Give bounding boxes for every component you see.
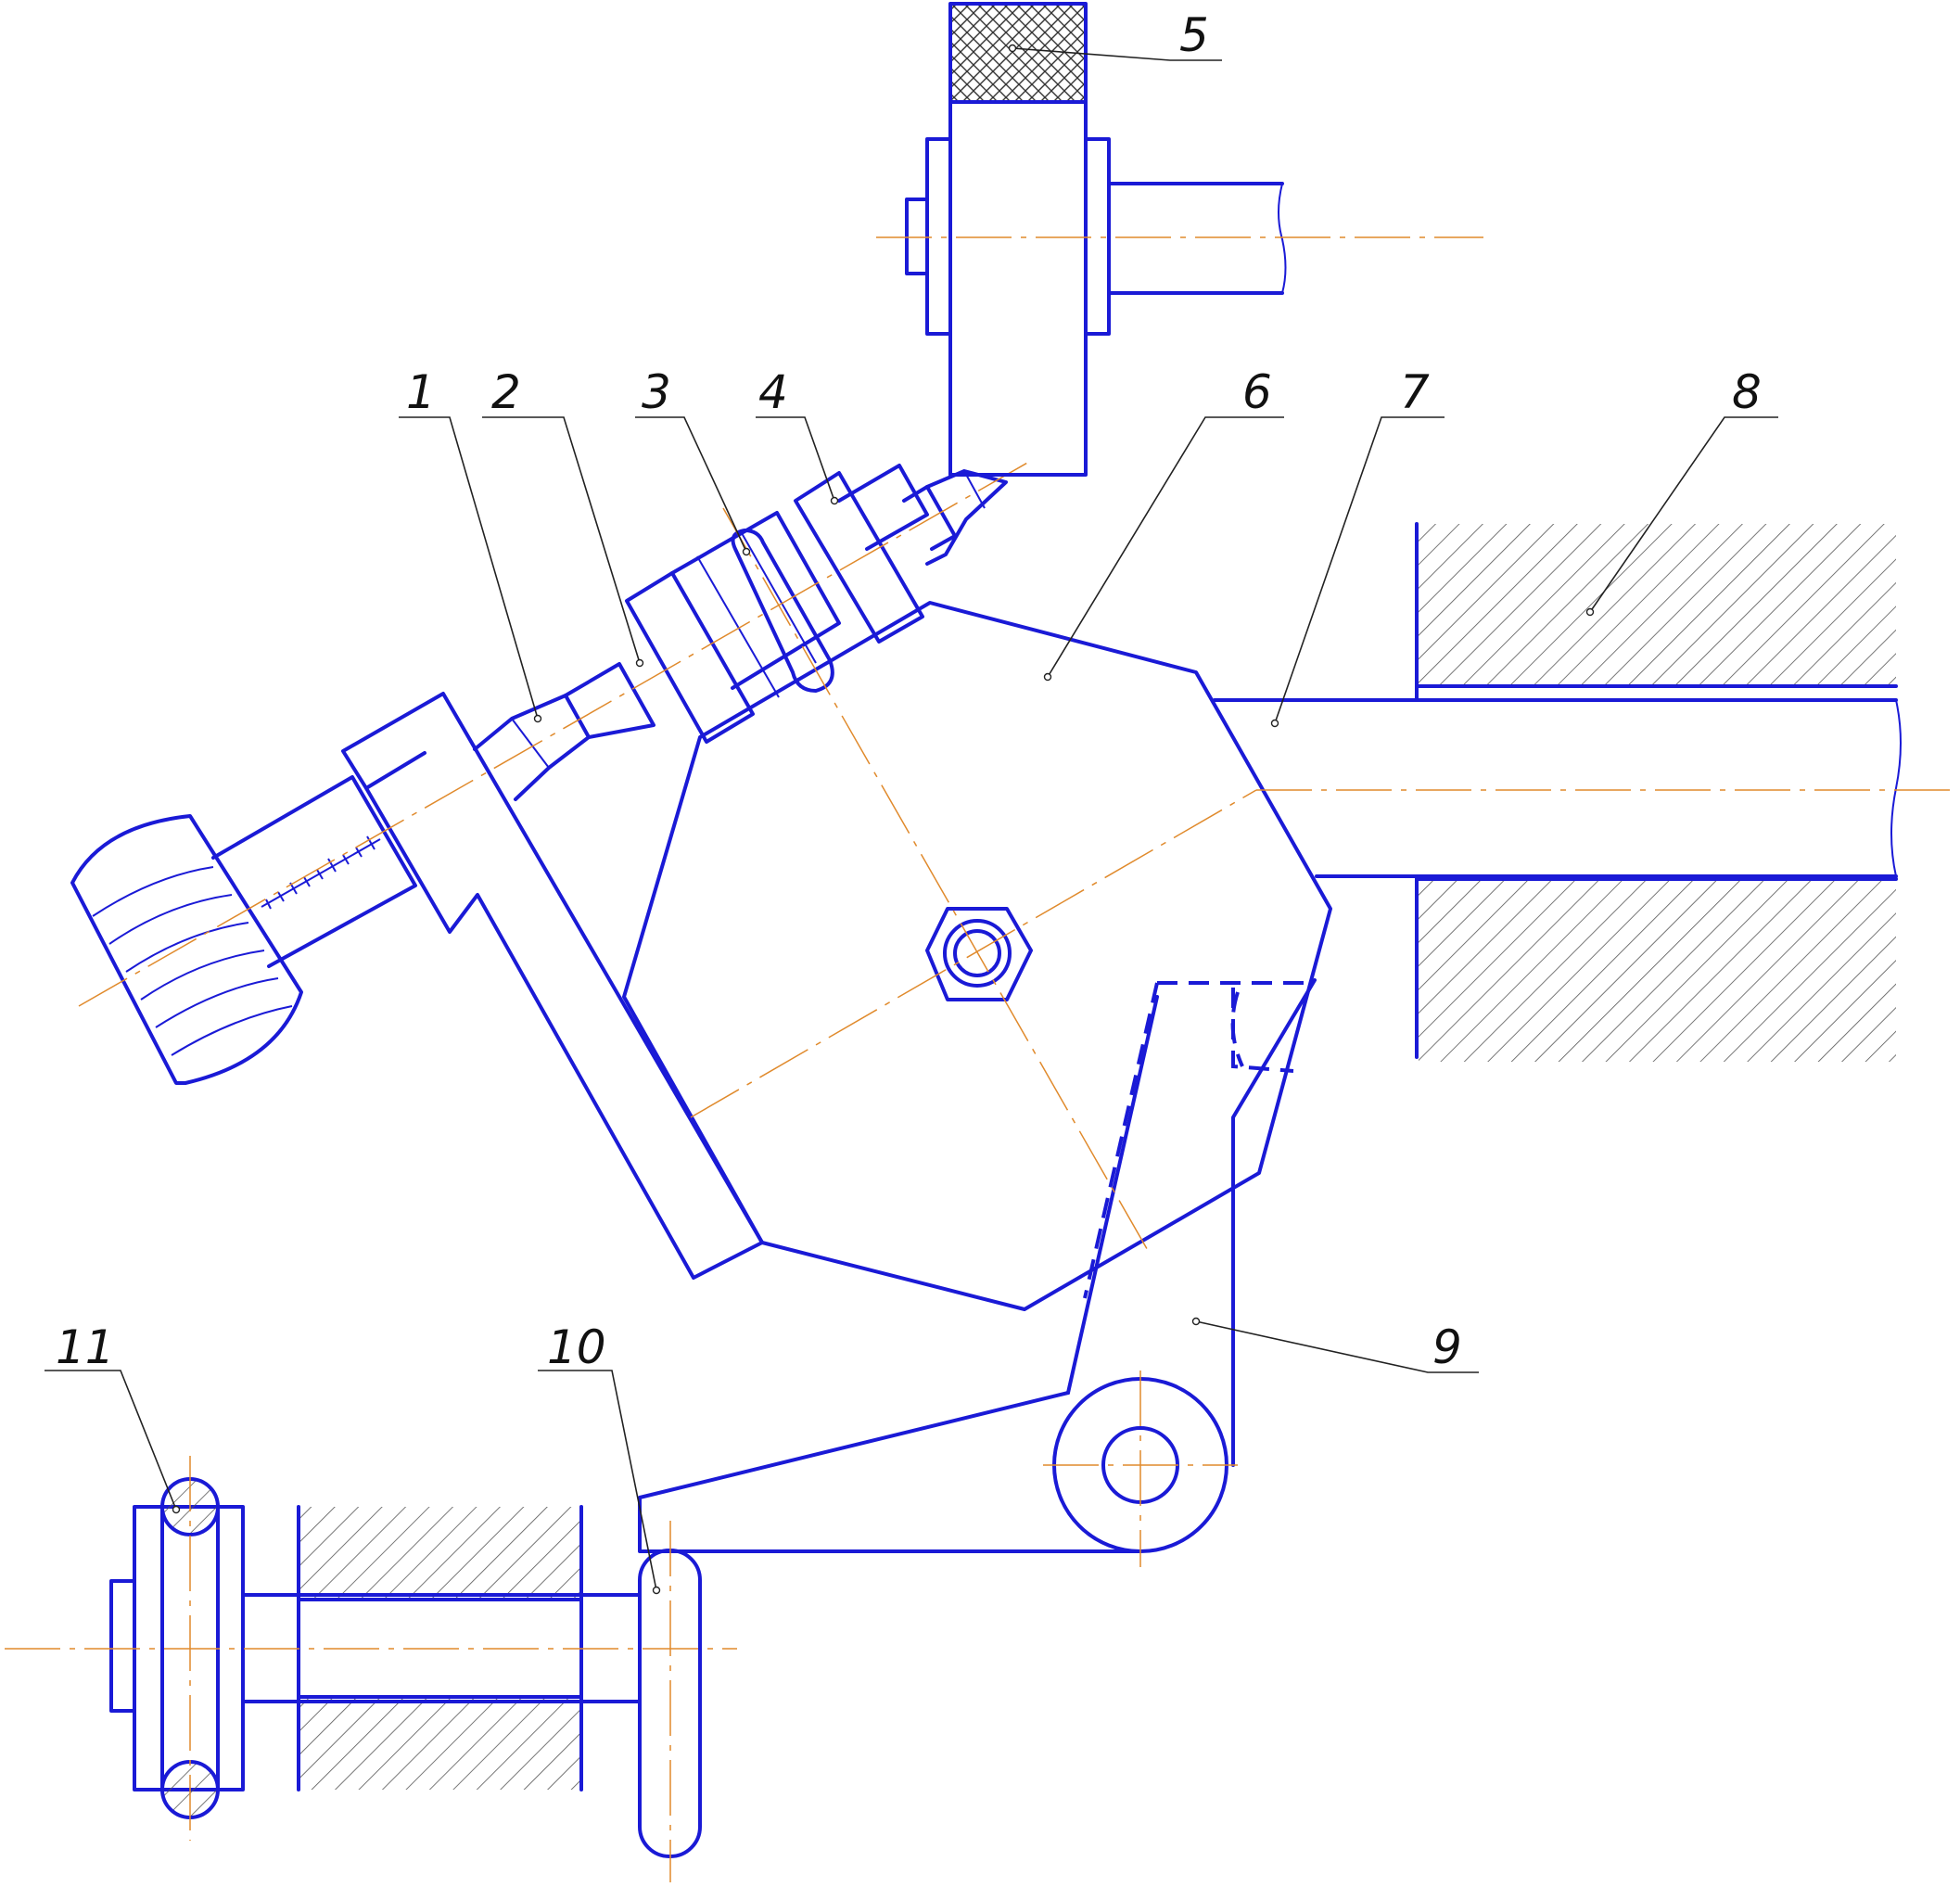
callout-5: 5 bbox=[1179, 8, 1209, 62]
tool-holder-assembly bbox=[78, 461, 1030, 1007]
plate-part-6 bbox=[622, 601, 1332, 1311]
callout-3: 3 bbox=[642, 365, 671, 419]
callout-numbers: 1 2 3 4 5 6 7 8 9 10 11 bbox=[56, 8, 1762, 1374]
grinding-wheel-part-5 bbox=[876, 2, 1483, 477]
callout-4: 4 bbox=[758, 365, 788, 419]
callout-7: 7 bbox=[1400, 365, 1430, 419]
callout-11: 11 bbox=[56, 1320, 115, 1374]
nut-part-2 bbox=[625, 571, 755, 744]
graduated-scale bbox=[261, 835, 381, 910]
center-hex-nut bbox=[925, 907, 1033, 1001]
callout-10: 10 bbox=[547, 1320, 606, 1374]
bracket-arm bbox=[341, 692, 764, 1280]
callout-9: 9 bbox=[1432, 1320, 1462, 1374]
callout-8: 8 bbox=[1732, 365, 1762, 419]
callout-6: 6 bbox=[1242, 365, 1272, 419]
bottom-spindle bbox=[5, 1456, 737, 1882]
callout-1: 1 bbox=[406, 365, 436, 419]
sleeve-part-4 bbox=[794, 471, 924, 644]
callout-leaders bbox=[45, 44, 1778, 1595]
knurled-knob bbox=[70, 775, 417, 1085]
callout-2: 2 bbox=[491, 365, 521, 419]
housing-part-8 bbox=[1415, 522, 1898, 1062]
cone-part-1 bbox=[473, 694, 591, 801]
rod-part-7 bbox=[1205, 698, 1902, 878]
